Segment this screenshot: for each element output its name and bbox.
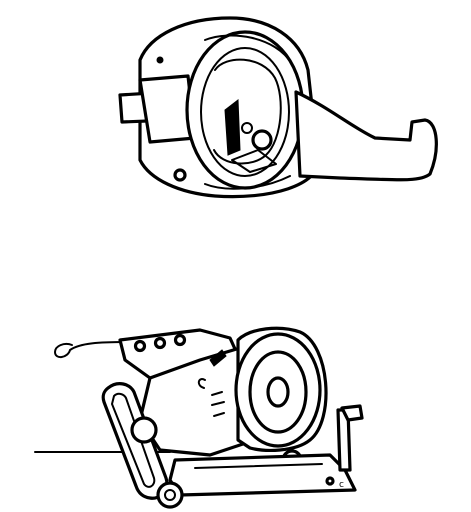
hook-bobbin-basket — [213, 58, 282, 165]
spring-mark — [209, 349, 227, 367]
right-post-cap — [340, 404, 364, 422]
hook-rim-band — [204, 34, 293, 65]
hook-rim-hole — [173, 168, 187, 182]
arm-hole-2 — [153, 336, 167, 350]
bottom-roller — [156, 481, 184, 509]
hook-small-screw — [241, 122, 253, 134]
slide-plate-hole — [325, 476, 335, 486]
arm-hole-1 — [133, 339, 147, 353]
body-shading-lines — [211, 391, 225, 417]
hook-latch-lever — [231, 149, 277, 173]
hook-gib-arm — [294, 90, 438, 182]
slide-plate-groove — [194, 463, 323, 469]
hook-rim-dot — [156, 56, 164, 64]
hook-shadow-mark — [224, 99, 241, 156]
arm-hole-3 — [173, 333, 187, 347]
tension-spring — [197, 378, 206, 389]
hook-rim-band-lower — [204, 175, 291, 190]
hook-opening-inner — [200, 47, 290, 177]
label-c: c — [339, 480, 344, 490]
thread-line — [54, 341, 127, 358]
bottom-roller-hub — [164, 489, 176, 501]
hook-center-screw — [251, 129, 273, 151]
rotary-hook-drawing — [118, 16, 438, 199]
link-pin — [130, 416, 158, 444]
slot-link-inner — [111, 392, 156, 488]
drum-center — [266, 376, 290, 408]
slide-plate — [168, 453, 357, 497]
bobbin-case-drawing: c — [34, 326, 364, 509]
